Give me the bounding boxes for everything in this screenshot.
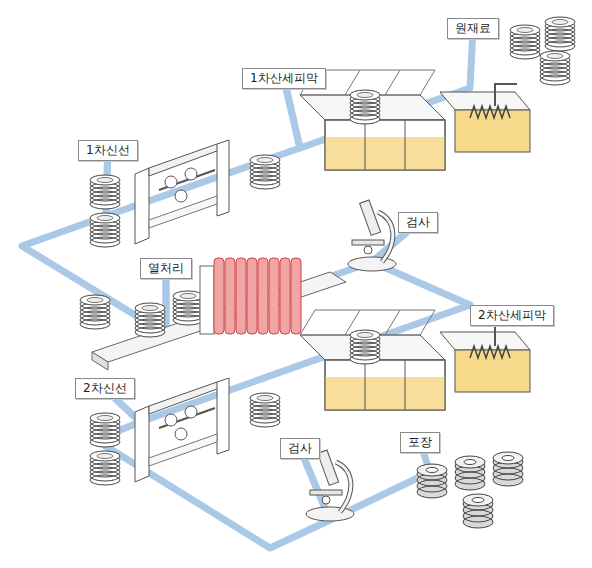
microscope	[348, 200, 396, 271]
illustration-part	[92, 352, 108, 370]
stage-name: 1차산세피막	[250, 71, 318, 86]
stage-name: 열처리	[148, 261, 184, 276]
flow-line	[96, 399, 330, 548]
stage-label: 원재료	[447, 18, 499, 39]
coil	[545, 17, 575, 51]
coil	[417, 464, 447, 498]
tank	[440, 84, 530, 152]
stage-label: 검사	[398, 212, 438, 233]
coil	[350, 90, 380, 124]
stage-name: 원재료	[455, 21, 491, 36]
coil	[493, 452, 523, 486]
microscope	[306, 450, 354, 521]
stage-name: 2차산세피막	[478, 308, 546, 323]
stage-label: 2차신선	[75, 378, 135, 399]
stage-name: 검사	[406, 215, 430, 230]
coil	[90, 451, 120, 485]
illustration-part	[236, 258, 246, 334]
stage-label: 1차산세피막	[242, 68, 326, 89]
illustration-part	[258, 258, 268, 334]
coil	[90, 175, 120, 209]
stage-label: 검사	[280, 438, 320, 459]
coil	[250, 393, 280, 427]
stage-name: 포장	[408, 435, 432, 450]
illustration-part	[291, 258, 301, 334]
stage-label: 1차신선	[78, 140, 138, 161]
stage-label: 열처리	[140, 258, 192, 279]
coil	[80, 295, 110, 329]
tank	[300, 310, 445, 410]
drawing-machine	[135, 140, 229, 244]
coil	[540, 51, 570, 85]
coil	[455, 456, 485, 490]
coil	[90, 413, 120, 447]
tank	[440, 324, 530, 392]
coil	[463, 494, 493, 528]
illustration-part	[200, 266, 214, 334]
illustration-part	[269, 258, 279, 334]
illustration-part	[247, 258, 257, 334]
illustration-part	[225, 258, 235, 334]
raw-material-coils	[510, 17, 575, 85]
packaged-coils	[417, 452, 523, 528]
pickling-tank-1	[300, 70, 530, 170]
coil	[250, 155, 280, 189]
stage-label: 2차산세피막	[470, 305, 554, 326]
coil	[173, 291, 203, 325]
stage-name: 1차신선	[86, 143, 130, 158]
heat-treatment	[80, 258, 346, 370]
stage-name: 2차신선	[83, 381, 127, 396]
stage-name: 검사	[288, 441, 312, 456]
stage-label: 포장	[400, 432, 440, 453]
coil	[510, 25, 540, 59]
coil	[135, 303, 165, 337]
coil	[90, 213, 120, 247]
illustration-part	[214, 258, 224, 334]
illustration-part	[280, 258, 290, 334]
coil	[350, 330, 380, 364]
drawing-machine	[135, 378, 229, 482]
